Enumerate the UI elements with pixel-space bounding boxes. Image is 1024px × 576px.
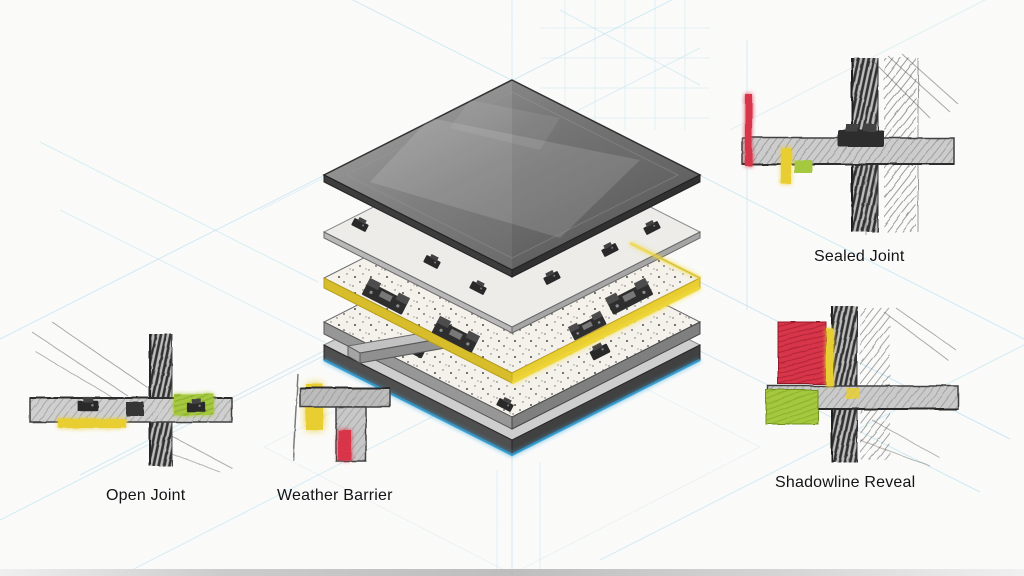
label-sealed-joint: Sealed Joint: [814, 248, 905, 265]
label-weather-barrier: Weather Barrier: [277, 487, 393, 504]
label-shadowline-reveal: Shadowline Reveal: [775, 474, 916, 491]
page-bottom-edge: [0, 569, 1024, 576]
label-open-joint: Open Joint: [106, 487, 186, 504]
